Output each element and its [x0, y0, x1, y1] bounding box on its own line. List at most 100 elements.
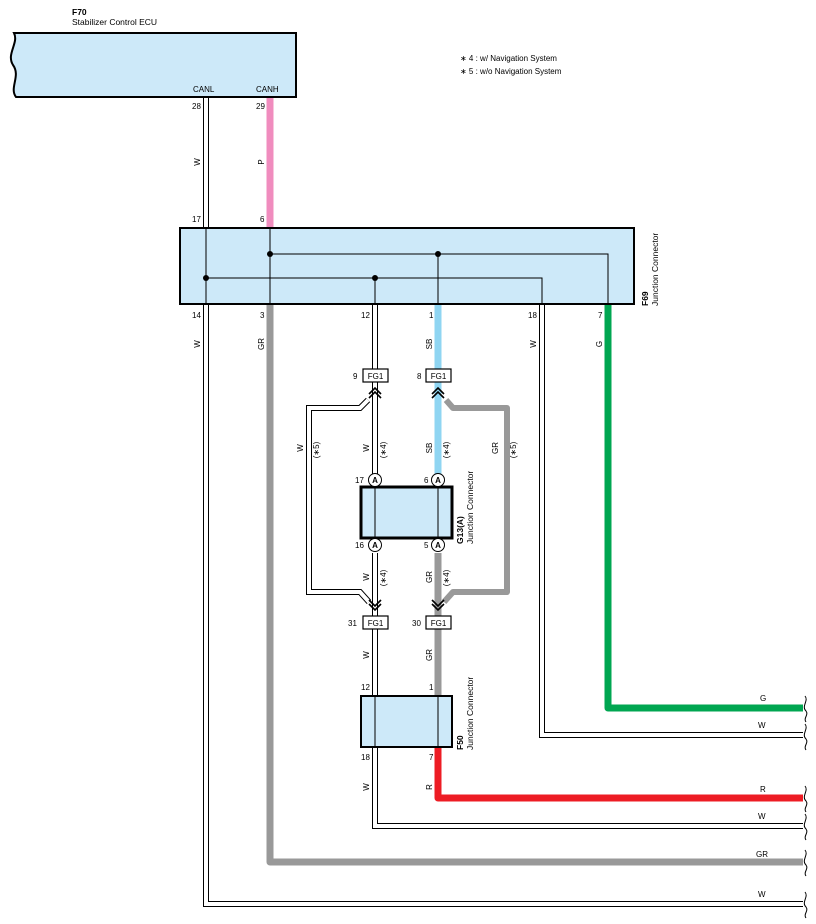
wire-green-g	[604, 304, 803, 712]
f69-name: Junction Connector	[650, 233, 660, 306]
pin-fg31: 31	[348, 619, 357, 628]
wire-note: (∗5)	[509, 441, 518, 458]
fg1-tags: FG1 FG1 FG1 FG1	[362, 368, 452, 630]
wire-label: GR	[491, 442, 500, 454]
wire-note: (∗4)	[442, 569, 451, 586]
pin-f1: 1	[429, 683, 434, 692]
wire-label: W	[758, 812, 766, 821]
wire-w-f50-18	[372, 747, 803, 829]
f50-box	[360, 695, 453, 748]
pin-17: 17	[192, 215, 201, 224]
wire-label: W	[296, 444, 305, 452]
pin-6: 6	[260, 215, 265, 224]
ecu-box	[9, 32, 297, 98]
ecu-name: Stabilizer Control ECU	[72, 17, 157, 27]
wire-label: W	[529, 340, 538, 348]
pin-g16: 16	[355, 541, 364, 550]
wire-note: (∗4)	[379, 441, 388, 458]
pin-g6: 6	[424, 476, 429, 485]
pin-18: 18	[528, 311, 537, 320]
pin-label-canl: CANL	[193, 85, 215, 94]
fg1-chevrons	[368, 386, 445, 612]
pin-fg8: 8	[417, 372, 422, 381]
pin-14: 14	[192, 311, 201, 320]
wire-label: P	[257, 159, 266, 164]
wire-label: W	[362, 651, 371, 659]
wire-label: W	[362, 444, 371, 452]
f50-code: F50	[455, 735, 465, 750]
pin-a: A	[435, 476, 441, 485]
pin-28: 28	[192, 102, 201, 111]
wire-label: GR	[425, 571, 434, 583]
wire-note: (∗4)	[442, 441, 451, 458]
wire-label: W	[362, 573, 371, 581]
pin-12: 12	[361, 311, 370, 320]
connector-g13: G13(A) Junction Connector A A A A	[359, 471, 475, 552]
wire-label: R	[760, 785, 766, 794]
splice-dot	[267, 251, 273, 257]
wire-gray-gr-n5-loop	[441, 398, 510, 605]
splice-dot	[203, 275, 209, 281]
wire-w-n5-loop	[306, 397, 372, 605]
notes: ∗ 4 : w/ Navigation System ∗ 5 : w/o Nav…	[460, 54, 562, 76]
pin-g17: 17	[355, 476, 364, 485]
pin-f18: 18	[361, 753, 370, 762]
pin-f7: 7	[429, 753, 434, 762]
f69-code: F69	[640, 291, 650, 306]
wire-w-pin14	[203, 304, 803, 907]
pin-1: 1	[429, 311, 434, 320]
f50-name: Junction Connector	[465, 677, 475, 750]
note-5: ∗ 5 : w/o Navigation System	[460, 67, 562, 76]
connector-f69: F69 Junction Connector	[179, 227, 660, 306]
g13-box	[359, 485, 454, 540]
g13-code: G13(A)	[455, 516, 465, 544]
pin-a: A	[435, 541, 441, 550]
fg1-tag-label: FG1	[431, 372, 447, 381]
wire-label: G	[760, 694, 766, 703]
thick-wires	[266, 97, 803, 866]
wire-note: (∗5)	[312, 441, 321, 458]
pin-a: A	[372, 541, 378, 550]
wire-label: R	[425, 784, 434, 790]
wire-gray-gr-main	[266, 304, 803, 866]
fg1-tag-label: FG1	[431, 619, 447, 628]
wire-label: W	[193, 340, 202, 348]
wire-w-pin18	[539, 304, 803, 738]
pin-3: 3	[260, 311, 265, 320]
wire-label: GR	[425, 649, 434, 661]
pin-label-canh: CANH	[256, 85, 279, 94]
splice-dot	[372, 275, 378, 281]
g13-name: Junction Connector	[465, 471, 475, 544]
pin-29: 29	[256, 102, 265, 111]
ecu-f70: F70 Stabilizer Control ECU CANL CANH	[9, 7, 297, 98]
wire-label: W	[193, 158, 202, 166]
wire-label: SB	[425, 443, 434, 454]
wire-label: SB	[425, 339, 434, 350]
fg1-tag-label: FG1	[368, 619, 384, 628]
connector-f50: F50 Junction Connector	[360, 677, 475, 750]
splice-dot	[435, 251, 441, 257]
wire-label: GR	[257, 338, 266, 350]
pin-a-markers	[368, 473, 445, 552]
wire-label: W	[758, 721, 766, 730]
wire-color-labels: W P W GR SB W G W (∗5) W (∗4) SB (∗4) GR…	[193, 158, 768, 899]
pin-7: 7	[598, 311, 603, 320]
pin-numbers: 28 29 17 6 14 3 12 1 18 7 9 8 31 30 17 6…	[192, 102, 603, 762]
wire-label: W	[362, 783, 371, 791]
wire-red-r	[434, 747, 803, 802]
pin-fg30: 30	[412, 619, 421, 628]
f69-box	[179, 227, 635, 305]
pin-g5: 5	[424, 541, 429, 550]
ecu-code: F70	[72, 7, 87, 17]
wire-note: (∗4)	[379, 569, 388, 586]
pin-f12: 12	[361, 683, 370, 692]
pin-a: A	[372, 476, 378, 485]
note-4: ∗ 4 : w/ Navigation System	[460, 54, 557, 63]
pin-fg9: 9	[353, 372, 358, 381]
wire-label: GR	[756, 850, 768, 859]
wire-break-marks	[803, 695, 808, 919]
wire-label: G	[595, 341, 604, 347]
fg1-tag-label: FG1	[368, 372, 384, 381]
wire-label: W	[758, 890, 766, 899]
